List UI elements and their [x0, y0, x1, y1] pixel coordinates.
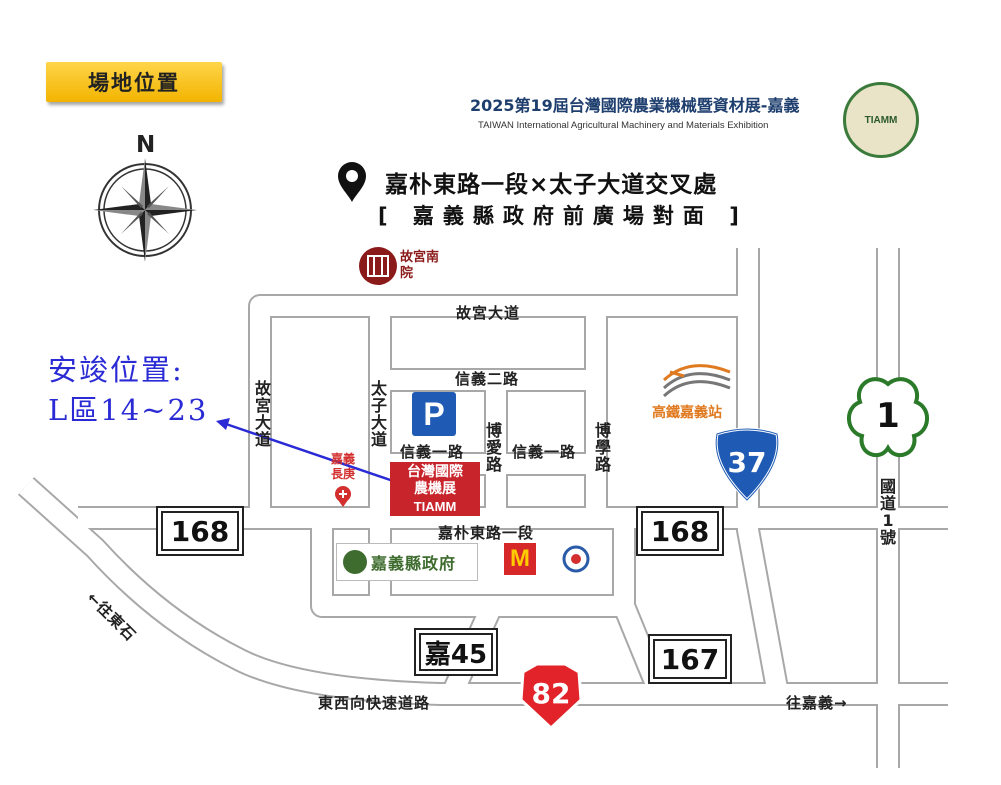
install-location-note: 安竣位置: L區14~23 — [48, 350, 208, 430]
county-government-marker: 嘉義縣政府 — [336, 543, 478, 581]
xinyi-1st-west-label: 信義一路 — [400, 443, 465, 461]
hsr-station-label: 高鐵嘉義站 — [652, 405, 722, 421]
boxue-road-label: 博學路 — [594, 421, 611, 474]
parking-icon — [412, 392, 456, 436]
national-1-shield — [847, 377, 929, 458]
expo-title: 2025第19屆台灣國際農業機械暨資材展-嘉義 — [470, 96, 800, 115]
hsr-logo-icon — [662, 364, 731, 398]
expressway-label: 東西向快速道路 — [318, 694, 431, 712]
gugong-avenue-vertical-label: 故宮大道 — [254, 379, 271, 449]
route-37-number: 37 — [727, 446, 767, 479]
install-note-line2: L區14~23 — [48, 393, 209, 427]
tiamm-logo-text: TIAMM — [864, 114, 898, 126]
location-pin-icon — [338, 162, 366, 202]
route-37-shield — [714, 427, 780, 503]
jia45-number: 嘉45 — [419, 633, 493, 671]
mcdonalds-letter: M — [510, 545, 530, 572]
route-168-west-number: 168 — [161, 511, 239, 551]
university-icon — [562, 545, 590, 573]
expo-line3: TIAMM — [413, 498, 457, 514]
expo-venue-marker: 台灣國際 農機展 TIAMM — [390, 462, 480, 516]
expo-subtitle: TAIWAN International Agricultural Machin… — [478, 120, 769, 131]
chang-gung-label: 嘉義長庚 — [330, 452, 355, 481]
tiamm-logo: TIAMM — [843, 82, 919, 158]
mcdonalds-icon — [504, 543, 536, 575]
route-168-east-number: 168 — [641, 511, 719, 551]
arrow-to-expo-icon — [216, 418, 403, 486]
route-82-number: 82 — [531, 677, 571, 710]
north-label: N — [136, 132, 156, 158]
xinyi-1st-east-label: 信義一路 — [512, 443, 577, 461]
county-govt-label: 嘉義縣政府 — [371, 554, 457, 573]
palace-museum-label: 故宮南院 — [400, 250, 440, 281]
xinyi-2nd-label: 信義二路 — [455, 370, 520, 388]
venue-address-note: [ 嘉義縣政府前廣場對面 ] — [378, 204, 748, 228]
hospital-icon — [335, 486, 351, 507]
parking-letter: P — [423, 396, 445, 432]
palace-museum-icon — [359, 247, 397, 285]
route-82-shield — [519, 662, 583, 731]
location-badge: 場地位置 — [46, 62, 222, 102]
expo-line1: 台灣國際 — [407, 463, 463, 480]
national-1-label: 國道1號 — [879, 477, 896, 547]
national-1-number: 1 — [876, 396, 900, 436]
to-chiayi-label: 往嘉義→ — [786, 694, 848, 712]
route-168-west-shield: 168 — [156, 506, 244, 556]
venue-address: 嘉朴東路一段×太子大道交叉處 — [385, 172, 718, 198]
route-167-shield: 167 — [648, 634, 732, 684]
compass-icon — [93, 158, 197, 262]
county-govt-icon — [343, 550, 367, 574]
gugong-avenue-label: 故宮大道 — [456, 304, 521, 322]
taizi-avenue-label: 太子大道 — [370, 379, 387, 449]
expo-line2: 農機展 — [414, 480, 456, 497]
jia45-shield: 嘉45 — [414, 628, 498, 676]
boai-road-label: 博愛路 — [485, 421, 502, 474]
route-167-number: 167 — [653, 639, 727, 679]
jiapu-east-label: 嘉朴東路一段 — [438, 524, 535, 542]
route-168-east-shield: 168 — [636, 506, 724, 556]
install-note-line1: 安竣位置: — [48, 353, 184, 387]
